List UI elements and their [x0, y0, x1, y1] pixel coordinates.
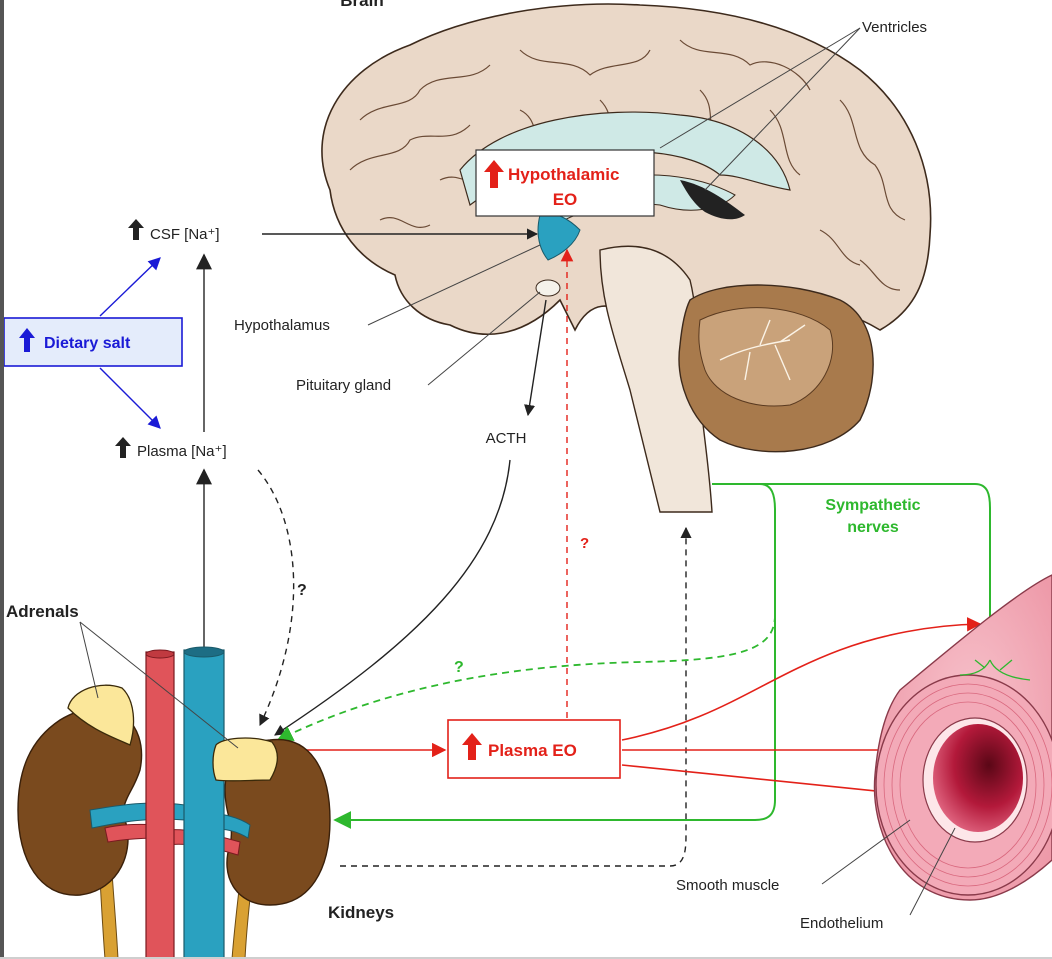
right-adrenal: [212, 737, 278, 782]
sympathetic-to-kidney-arrow: [333, 483, 776, 829]
kidneys-illustration: [17, 646, 331, 959]
pituitary-to-acth-arrow: [524, 299, 547, 417]
brain-label: Brain: [340, 0, 383, 10]
csf-na-label: CSF [Na⁺]: [150, 226, 220, 243]
plasma-eo-label: Plasma EO: [488, 741, 577, 760]
plasma-na-to-adrenal-dashed: [257, 469, 295, 727]
pituitary-shape: [535, 279, 561, 297]
ventricles-leader-2: [704, 27, 861, 191]
acth-to-adrenal-arrow: [274, 459, 511, 736]
left-frame-edge: [0, 0, 4, 959]
csf-na-node: CSF [Na⁺]: [128, 219, 220, 243]
endothelium-label: Endothelium: [800, 915, 883, 932]
smooth-muscle-texture: [883, 683, 1052, 887]
sympathetic-line1: Sympathetic: [825, 497, 920, 514]
kidney-to-brainstem-dashed: [340, 526, 692, 867]
aorta: [145, 651, 175, 959]
adrenals-leader-left: [79, 621, 99, 699]
adrenals-leader-right: [79, 621, 239, 749]
brainstem: [599, 245, 713, 513]
up-arrow-icon: [462, 733, 482, 760]
hypothalamus-leader: [367, 244, 541, 326]
hypothalamic-eo-line1: Hypothalamic: [508, 165, 619, 184]
adrenals-label: Adrenals: [6, 602, 79, 621]
kidneys-label: Kidneys: [328, 903, 394, 922]
salt-to-csf-arrow: [99, 257, 161, 317]
sympathetic-to-vessel-line: [712, 483, 991, 660]
cerebellum-inner: [698, 307, 834, 407]
bottom-frame-edge: [0, 957, 1052, 959]
green-question-mark: ?: [454, 659, 464, 676]
ventricle-dark: [680, 180, 745, 220]
plasma-eo-to-vessel-top-arrow: [621, 617, 982, 741]
arbor-vitae: [719, 319, 806, 381]
hypothalamic-eo-line2: EO: [553, 190, 578, 209]
brain-illustration: [321, 3, 932, 513]
blood-vessel: [873, 574, 1052, 901]
black-question-mark: ?: [297, 582, 307, 599]
left-kidney: [17, 707, 143, 896]
up-arrow-icon: [115, 437, 131, 458]
dietary-salt-box: Dietary salt: [3, 317, 183, 367]
endothelium-leader: [909, 827, 956, 916]
nerve-endings: [959, 659, 1031, 681]
vena-cava: [183, 649, 225, 959]
smooth-muscle-leader: [821, 819, 911, 885]
hypothalamus-label: Hypothalamus: [234, 317, 330, 334]
up-arrow-icon: [19, 328, 35, 352]
plasma-eo-box: Plasma EO: [447, 719, 621, 779]
salt-to-plasma-arrow: [99, 367, 161, 429]
dietary-salt-label: Dietary salt: [44, 335, 131, 352]
pituitary-label: Pituitary gland: [296, 377, 391, 394]
pituitary-leader: [427, 291, 541, 386]
ventricles-label: Ventricles: [862, 19, 927, 36]
plasma-na-node: Plasma [Na⁺]: [115, 437, 227, 460]
vessel-lumen: [933, 724, 1023, 832]
acth-label: ACTH: [486, 430, 527, 447]
up-arrow-icon: [484, 160, 504, 188]
plasma-na-label: Plasma [Na⁺]: [137, 443, 227, 460]
up-arrow-icon: [128, 219, 144, 240]
hypothalamic-eo-box: Hypothalamic EO: [475, 149, 655, 217]
ventricles-leader-1: [659, 27, 861, 149]
plasma-eo-to-vessel-low-arrow: [621, 764, 917, 801]
sympathetic-to-adrenal-dashed: [276, 614, 776, 741]
smooth-muscle-label: Smooth muscle: [676, 877, 779, 894]
sympathetic-line2: nerves: [847, 519, 899, 536]
left-adrenal: [67, 684, 135, 746]
red-question-mark: ?: [580, 535, 589, 552]
